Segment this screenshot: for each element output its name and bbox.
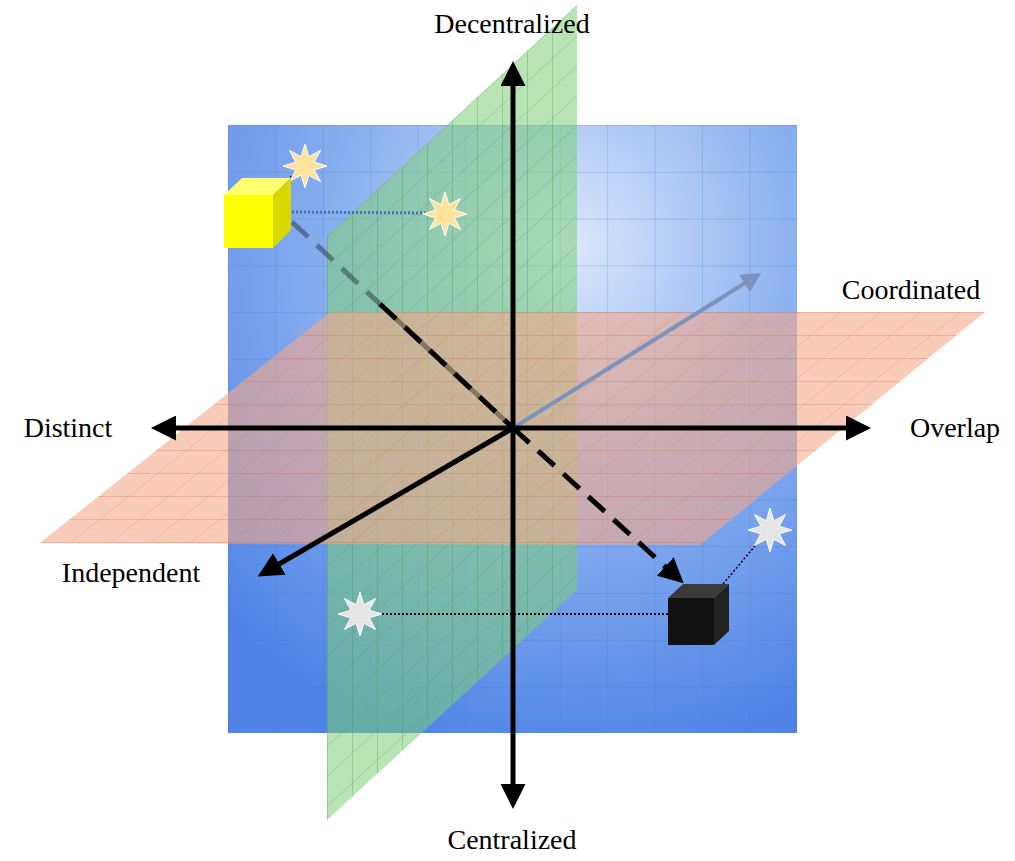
- star-marker: [748, 508, 792, 552]
- axis-label: Decentralized: [434, 9, 589, 40]
- vertical-axis-up: [511, 66, 516, 428]
- dashed-line-back: [292, 222, 513, 428]
- axis-label: Centralized: [447, 825, 576, 856]
- axis-label: Coordinated: [842, 275, 980, 306]
- axis-label: Independent: [62, 558, 200, 589]
- depth-axis-back: [513, 275, 758, 428]
- depth-axis-front: [262, 428, 513, 574]
- horizontal-axis-right: [513, 426, 866, 431]
- projection-line: [380, 613, 668, 615]
- axis-label: Overlap: [910, 413, 1000, 444]
- axis-label: Distinct: [24, 413, 113, 444]
- dashed-line-upper: [380, 304, 513, 428]
- vertical-axis-down: [511, 428, 516, 804]
- yellow-cube: [224, 178, 291, 248]
- star-marker: [338, 592, 382, 636]
- dashed-line-lower: [513, 428, 680, 580]
- projection-line: [718, 540, 760, 590]
- horizontal-axis-left: [156, 426, 513, 431]
- black-cube: [668, 584, 729, 645]
- star-marker: [423, 192, 467, 236]
- projection-line: [292, 212, 428, 213]
